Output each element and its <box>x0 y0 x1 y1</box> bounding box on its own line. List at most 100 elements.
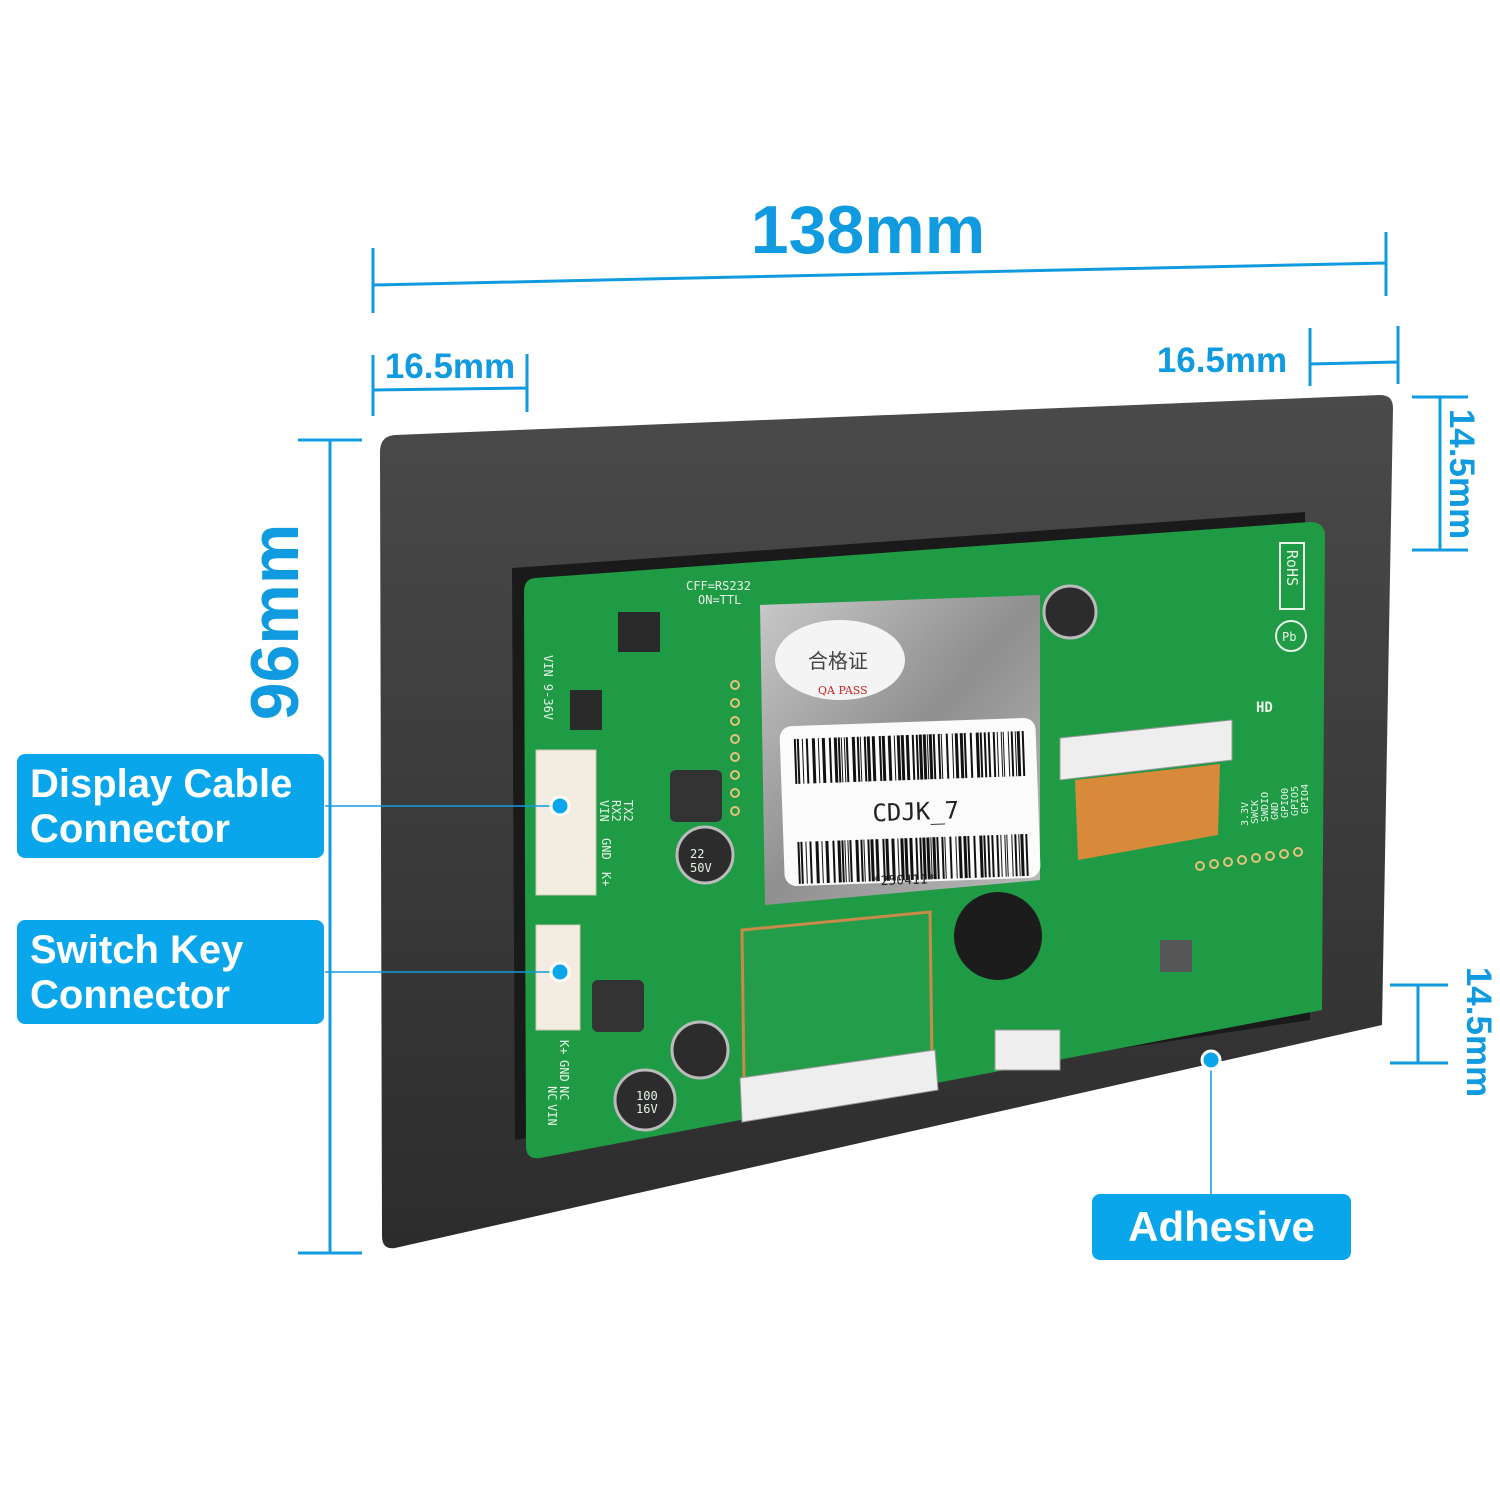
barcode-bar <box>983 732 988 778</box>
qa-cn-text: 合格证 <box>808 649 868 673</box>
header-hole <box>1265 851 1275 861</box>
barcode-bar <box>837 737 842 783</box>
barcode-bar <box>996 834 1000 877</box>
barcode-bar <box>979 732 984 778</box>
inductor <box>592 980 644 1032</box>
barcode-bar <box>871 736 877 782</box>
barcode-bar <box>1004 834 1007 877</box>
barcode-bar <box>1006 834 1009 877</box>
callout-dot <box>549 961 571 983</box>
barcode-bar <box>1011 834 1014 877</box>
bottom-margin-dimension: 14.5mm <box>1459 967 1498 1097</box>
barcode-bar <box>796 738 801 784</box>
barcode-bar <box>1000 731 1004 777</box>
callout-leaders <box>325 805 1212 1195</box>
barcode-bar <box>996 731 1000 777</box>
header-hole <box>1195 861 1205 871</box>
barcode-bar <box>851 736 857 782</box>
mode-label-1: CFF=RS232 <box>686 579 751 593</box>
pb-text: Pb <box>1282 630 1296 644</box>
barcode-bar <box>793 738 798 784</box>
barcode-bar <box>954 733 960 779</box>
dimension-lines <box>298 232 1468 1255</box>
capacitor <box>613 1068 677 1132</box>
mode-label-2: ON=TTL <box>698 593 741 607</box>
header-hole <box>1223 857 1233 867</box>
barcode-bar <box>915 734 920 780</box>
fpc-connector <box>1059 719 1233 781</box>
barcode-bar <box>841 840 845 883</box>
header-hole <box>730 752 740 762</box>
header-hole <box>1279 849 1289 859</box>
barcode-bar <box>941 836 945 879</box>
barcode-bar <box>922 837 927 880</box>
cap-label: 16V <box>636 1102 658 1116</box>
cap-label: 100 <box>636 1089 658 1103</box>
barcode-bar <box>855 839 860 882</box>
pb-free-icon <box>1275 620 1307 652</box>
barcode-bar <box>963 733 968 779</box>
barcode-bar <box>945 733 950 779</box>
pin-label: VIN <box>597 800 611 822</box>
inductor <box>670 770 722 822</box>
barcode-bar <box>815 841 820 884</box>
barcode-bar <box>915 837 919 880</box>
barcode-bar <box>817 738 821 784</box>
qa-pass-text: QA PASS <box>818 684 868 697</box>
buzzer <box>954 892 1042 980</box>
right-margin-dimension: 16.5mm <box>1157 341 1287 380</box>
barcode-bar <box>860 839 864 882</box>
barcode-bar <box>1025 833 1029 876</box>
barcode-bar <box>821 737 827 784</box>
pin-label: GND <box>599 838 613 860</box>
barcode-bar <box>955 836 958 879</box>
barcode-bar <box>975 732 981 778</box>
barcode-bar <box>979 835 984 878</box>
barcode-bar <box>891 838 896 881</box>
header-hole <box>730 770 740 780</box>
barcode-bar <box>825 840 830 883</box>
ic-chip <box>618 612 660 652</box>
barcode-bar <box>863 839 866 882</box>
top-margin-dimension: 14.5mm <box>1442 409 1481 539</box>
barcode-bar <box>828 737 833 783</box>
barcode-bar <box>905 735 911 781</box>
barcode-bar <box>849 840 853 883</box>
pin-label: SWDIO <box>1260 792 1271 822</box>
pin-label: K+ <box>557 1040 571 1054</box>
barcode-bar <box>926 837 931 880</box>
barcode-bar <box>1014 834 1018 877</box>
barcode-bar <box>937 733 942 779</box>
pin-label: GPIO5 <box>1290 786 1301 816</box>
ic-chip <box>1160 940 1192 972</box>
barcode-bar <box>801 738 805 784</box>
cap-label: 22 <box>690 847 704 861</box>
barcode-bar <box>973 835 977 878</box>
barcode-bar <box>951 733 955 779</box>
barcode-bar <box>833 737 839 783</box>
barcode-bar <box>949 836 953 879</box>
barcode-bar <box>967 835 971 878</box>
barcode-bar <box>867 839 871 882</box>
barcode-bar <box>897 838 900 881</box>
serial-text: *250411* <box>873 872 936 889</box>
barcode-bar <box>845 737 850 783</box>
barcode-bar <box>809 841 813 884</box>
pin-label: GND <box>557 1060 571 1082</box>
barcode-bar <box>930 837 933 880</box>
pin-label: 3.3V <box>1240 802 1251 826</box>
barcode-bar <box>926 734 930 780</box>
barcode-bar <box>932 734 937 780</box>
barcode-bar <box>983 835 987 878</box>
barcode-bar <box>900 838 905 881</box>
barcode-bar <box>832 840 836 883</box>
barcode-bar <box>918 734 924 780</box>
header-hole <box>730 698 740 708</box>
barcode-bar <box>878 735 883 782</box>
rohs-mark <box>1279 542 1305 610</box>
callout-dot <box>549 795 571 817</box>
header-hole <box>730 788 740 798</box>
header-hole <box>730 716 740 726</box>
pin-label: GPIO4 <box>1300 784 1311 814</box>
